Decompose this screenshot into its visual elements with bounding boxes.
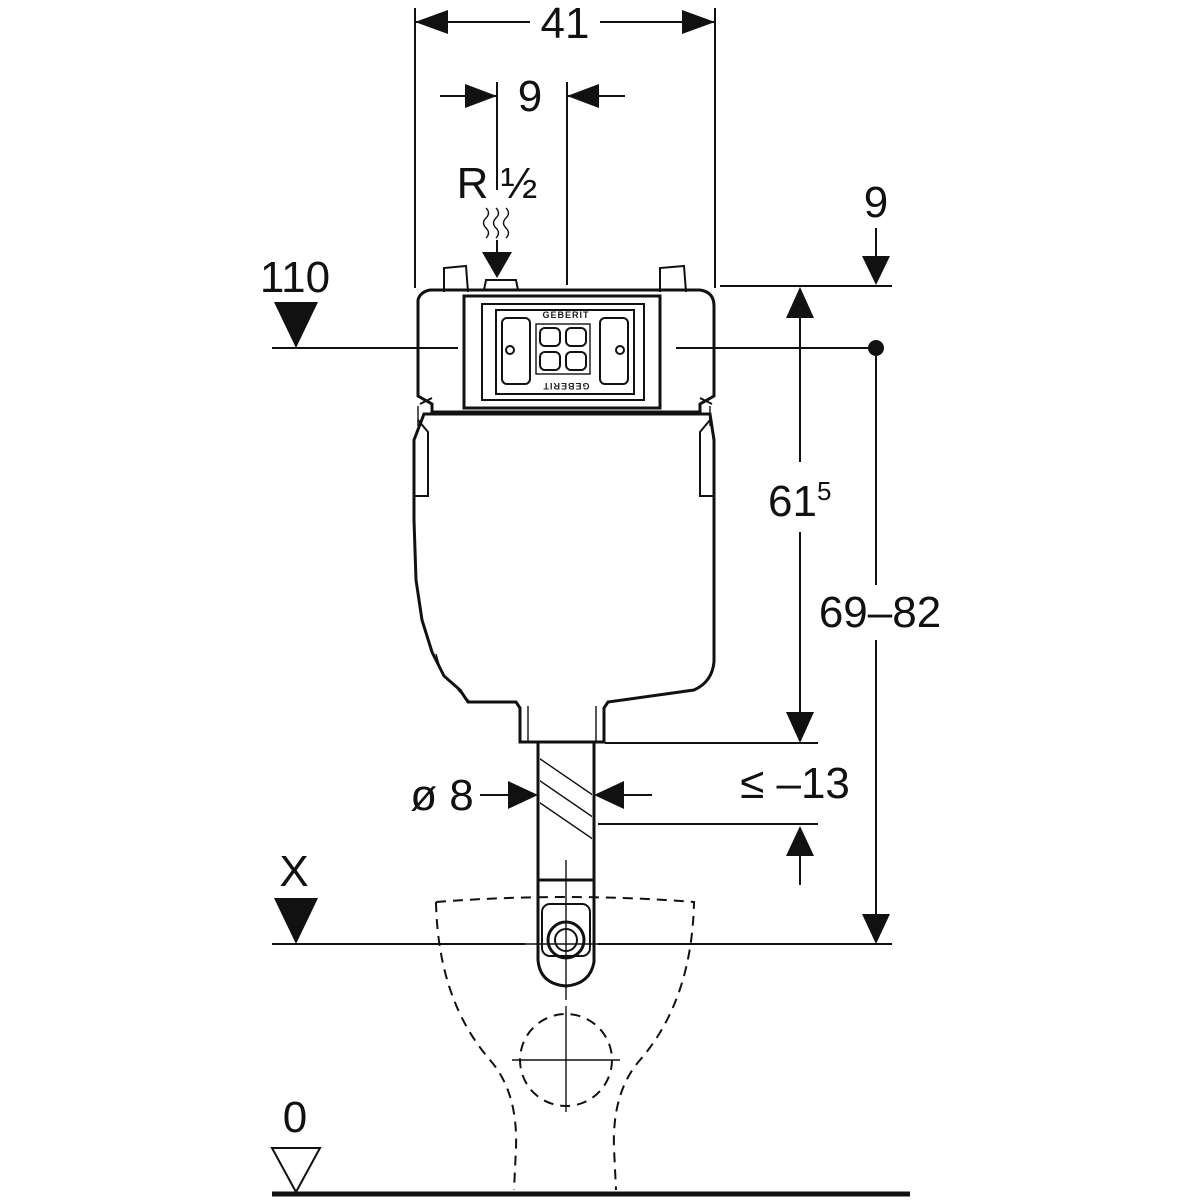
dimension-height-61: 615 [605,287,831,744]
cistern-upper-housing [416,288,716,414]
wc-pan-outline-left [435,901,518,1191]
arrow-right-icon [682,10,715,34]
label-width-41: 41 [541,0,590,48]
flush-button [565,351,587,371]
label-top-offset: 9 [864,178,888,227]
dimension-width-41: 41 [414,0,716,288]
arrow-right-icon [465,84,497,108]
mounting-clip [443,264,469,293]
arrow-down-icon [786,712,814,743]
arrow-up-icon [786,826,814,856]
actuator-frame [462,294,662,410]
cistern-tank [412,412,716,744]
actuator-plate [481,303,645,401]
label-pipe-diameter: ø 8 [410,771,474,820]
arrow-up-icon [786,287,814,318]
reference-x: X [272,847,892,945]
arrow-left-icon [567,84,599,108]
wave-line-icon [502,207,510,239]
dimension-pipe-adjust: ≤ –13 [598,759,850,885]
arrow-down-icon [862,256,890,285]
brand-top: GEBERIT [542,310,589,320]
outlet-ring [546,920,586,960]
inlet-stub [483,279,519,291]
label-floor-level: 0 [283,1093,307,1142]
arrow-left-icon [415,10,448,34]
label-inlet-thread: R ½ [457,159,538,208]
wave-line-icon [492,207,500,239]
arrow-right-icon [508,781,538,809]
label-reference-x: X [279,847,308,896]
flush-pipe [520,740,612,1000]
wc-pan [435,896,696,1191]
screw-icon [505,345,515,355]
label-height-range: 69–82 [819,588,941,637]
dimension-pipe-diameter: ø 8 [410,771,652,820]
cistern: GEBERIT GEBERIT [412,264,716,744]
dimension-height-range: 69–82 [819,356,941,944]
actuator-side-panel [599,317,629,385]
level-marker-icon [274,898,318,944]
arrow-down-icon [862,914,890,944]
label-height-61-main: 61 [768,477,817,526]
flush-button [539,351,561,371]
screw-icon [615,345,625,355]
flush-button [539,327,561,347]
flush-button [565,327,587,347]
wave-line-icon [482,207,490,239]
arrow-left-icon [594,781,624,809]
side-rail [699,419,715,497]
label-height-61: 615 [768,476,831,526]
side-rail [413,419,429,497]
dimension-actuator-height: 110 [260,253,884,356]
wc-pan-outline-right [435,896,696,1191]
actuator-side-panel [501,317,531,385]
label-actuator-height: 110 [260,253,330,302]
level-marker-icon [274,302,318,348]
arrow-down-icon [482,252,512,278]
floor-level: 0 [270,1093,910,1197]
dimension-top-offset: 9 [720,178,892,287]
reference-point-icon [868,340,884,356]
water-inlet-symbol: R ½ [457,159,538,278]
dimension-inlet-offset: 9 [440,72,625,285]
label-pipe-adjust: ≤ –13 [740,759,850,808]
label-height-61-sup: 5 [817,476,831,506]
floor-marker-icon [270,1147,322,1195]
brand-bottom: GEBERIT [542,381,589,391]
pipe-elbow [536,880,596,988]
label-inlet-offset: 9 [518,72,542,121]
mounting-clip [659,264,687,293]
